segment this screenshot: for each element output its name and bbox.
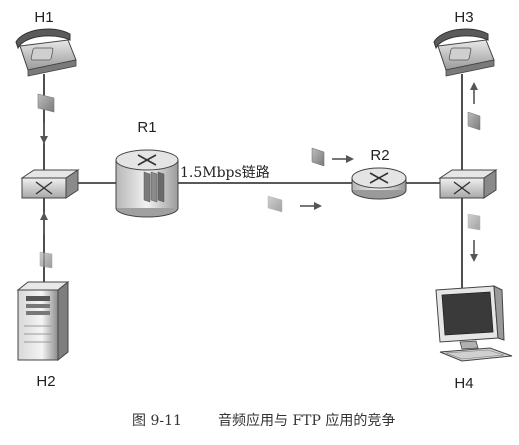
telephone-icon — [15, 28, 77, 77]
packet — [37, 93, 55, 113]
arrow-down-icon — [40, 122, 48, 144]
router-icon — [351, 167, 407, 200]
switch-icon — [438, 169, 498, 199]
figure-number: 图 9-11 — [132, 413, 182, 429]
node-label-h2: H2 — [36, 373, 55, 390]
packet-queue — [143, 171, 165, 203]
arrow-up-icon — [40, 212, 48, 234]
packet — [311, 147, 325, 167]
arrow-down-icon — [470, 240, 478, 262]
node-label-h1: H1 — [34, 9, 53, 26]
packet — [467, 213, 481, 231]
link-label: 1.5Mbps链路 — [180, 165, 270, 181]
node-label-r2: R2 — [370, 147, 389, 164]
arrow-right-icon — [300, 202, 322, 210]
node-label-h3: H3 — [454, 9, 473, 26]
arrow-up-icon — [470, 82, 478, 104]
arrow-right-icon — [332, 155, 354, 163]
telephone-icon — [433, 28, 495, 77]
server-tower-icon — [16, 280, 70, 362]
switch-icon — [20, 169, 80, 199]
packet — [39, 251, 53, 269]
router-icon — [115, 149, 179, 218]
node-label-h4: H4 — [454, 375, 473, 392]
packet — [467, 111, 481, 131]
figure-caption: 音频应用与 FTP 应用的竞争 — [218, 412, 395, 429]
desktop-monitor-icon — [435, 285, 513, 362]
node-label-r1: R1 — [137, 119, 156, 136]
packet — [267, 195, 283, 213]
